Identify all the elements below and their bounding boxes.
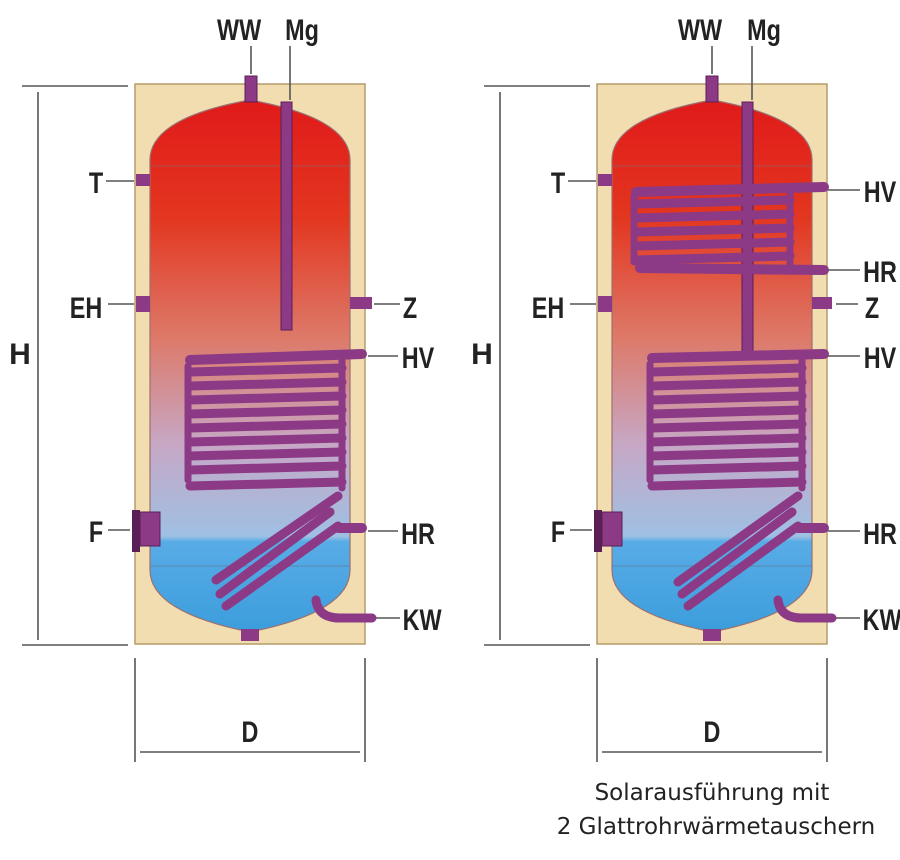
tank-left: H WW Mg T EH Z [9, 13, 442, 762]
label-hv-left: HV [402, 341, 435, 374]
label-mg-right: Mg [747, 13, 781, 46]
drain-right [703, 629, 721, 641]
label-h-left: H [9, 338, 31, 371]
caption-line-2: 2 Glattrohrwärmetauschern [557, 814, 876, 840]
thermometer-port-right [598, 174, 612, 186]
caption-line-1: Solarausführung mit [595, 780, 830, 806]
label-t-right: T [551, 166, 566, 199]
label-ww-left: WW [217, 13, 262, 46]
label-hv-lower-right: HV [864, 341, 897, 374]
hot-water-outlet-left [244, 75, 258, 103]
label-eh-left: EH [70, 291, 102, 324]
label-hv-upper-right: HV [864, 175, 897, 208]
circulation-port-right [812, 297, 832, 309]
magnesium-anode-left [280, 101, 293, 331]
electric-heater-port-right [598, 296, 612, 312]
upper-heat-exchanger-coil-right [630, 182, 829, 275]
cold-water-inlet-right [773, 595, 837, 623]
label-h-right: H [471, 338, 493, 371]
lower-heat-exchanger-coil-right [646, 349, 829, 611]
drain-left [241, 629, 259, 641]
flange-right [601, 511, 623, 547]
label-hr-upper-right: HR [863, 255, 897, 288]
heat-exchanger-coil-left [184, 349, 367, 611]
height-dimension-right [484, 85, 590, 646]
label-t-left: T [89, 166, 104, 199]
height-dimension-left [22, 85, 128, 646]
label-hr-left: HR [401, 517, 435, 550]
label-z-right: Z [865, 291, 879, 324]
diameter-dimension-left [134, 658, 366, 762]
electric-heater-port-left [136, 296, 150, 312]
flange-plate-right [594, 510, 602, 552]
label-d-left: D [242, 715, 259, 748]
label-d-right: D [704, 715, 721, 748]
flange-plate-left [132, 510, 140, 552]
label-hr-lower-right: HR [863, 517, 897, 550]
cold-water-inlet-left [311, 595, 377, 623]
label-f-left: F [89, 515, 103, 548]
label-eh-right: EH [532, 291, 564, 324]
label-kw-right: KW [863, 603, 900, 636]
flange-left [139, 511, 161, 547]
label-z-left: Z [403, 291, 417, 324]
diameter-dimension-right [596, 658, 828, 762]
label-f-right: F [551, 515, 565, 548]
tank-right: H WW Mg T EH Z [471, 13, 900, 840]
label-mg-left: Mg [285, 13, 319, 46]
hot-water-outlet-right [705, 75, 719, 103]
label-ww-right: WW [678, 13, 723, 46]
circulation-port-left [350, 297, 372, 309]
label-kw-left: KW [403, 603, 443, 636]
thermometer-port-left [136, 174, 150, 186]
